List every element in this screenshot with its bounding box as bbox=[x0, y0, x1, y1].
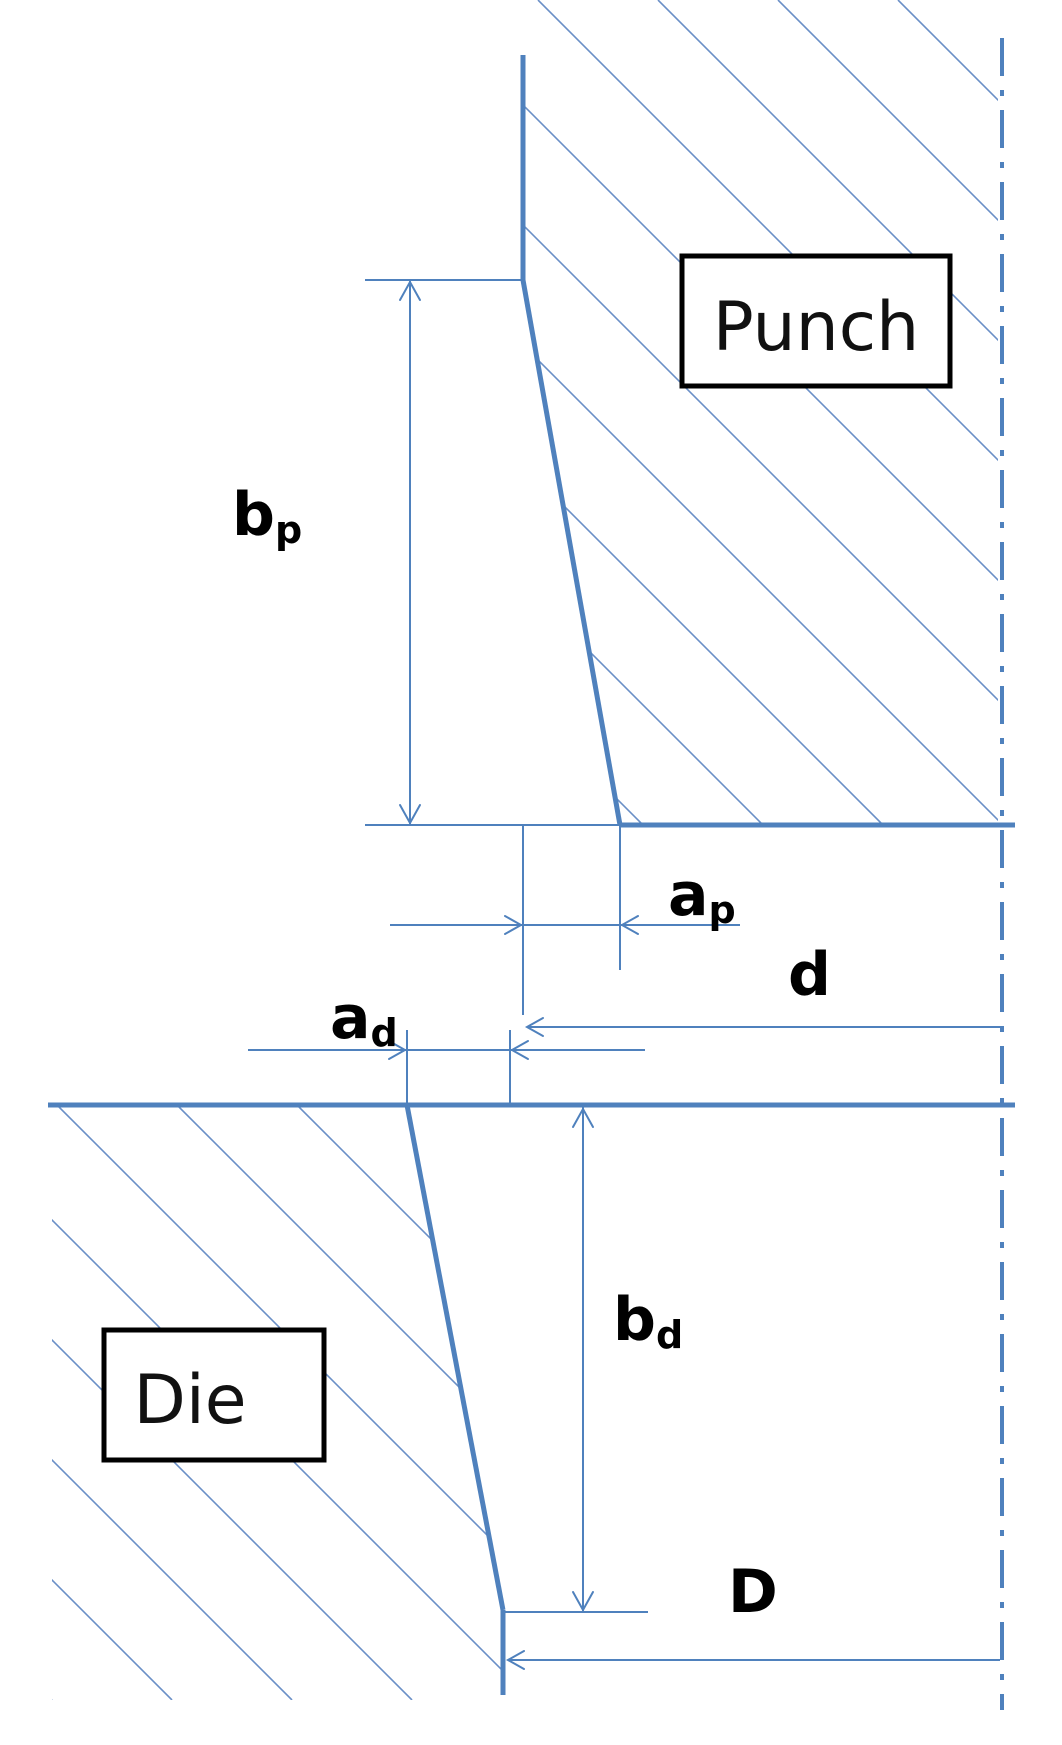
bd-symbol: bd bbox=[613, 1285, 683, 1357]
punch-hatch-line bbox=[523, 0, 764, 825]
ad-dimension bbox=[248, 1030, 645, 1105]
die-hatch-line bbox=[52, 1105, 293, 1700]
punch-label: Punch bbox=[713, 288, 920, 367]
punch-hatch-line bbox=[537, 0, 998, 825]
punch-outline bbox=[520, 55, 1015, 828]
punch-hatch-line bbox=[777, 0, 998, 825]
D-symbol: D bbox=[728, 1557, 778, 1627]
die-hatch-line bbox=[52, 1105, 173, 1700]
die-hatch-line bbox=[52, 1105, 53, 1700]
D-dimension bbox=[505, 1650, 1000, 1670]
bp-dimension bbox=[365, 279, 620, 826]
die-hatch-line bbox=[56, 1105, 503, 1700]
punch-hatch-line bbox=[523, 0, 998, 825]
punch-hatch-line bbox=[523, 0, 524, 825]
punch-hatch-line bbox=[657, 0, 998, 825]
punch-label-box: Punch bbox=[679, 253, 953, 389]
punch-hatch-line bbox=[523, 0, 884, 825]
die-hatch-line bbox=[416, 1105, 503, 1700]
ap-symbol: ap bbox=[668, 860, 736, 932]
punch-hatch-line bbox=[523, 0, 998, 825]
d-symbol: d bbox=[788, 940, 831, 1010]
die-outline bbox=[48, 1102, 1015, 1695]
punch-hatch-line bbox=[897, 0, 998, 825]
bd-dimension bbox=[503, 1106, 648, 1613]
punch-hatch-line bbox=[523, 0, 998, 825]
die-hatch-line bbox=[296, 1105, 503, 1700]
die-label: Die bbox=[133, 1361, 246, 1440]
bp-symbol: bp bbox=[232, 480, 302, 552]
ap-dimension bbox=[390, 825, 740, 1015]
ad-symbol: ad bbox=[330, 983, 398, 1055]
die-label-box: Die bbox=[101, 1327, 327, 1463]
d-dimension bbox=[524, 1017, 1000, 1037]
punch-hatching bbox=[523, 0, 998, 825]
